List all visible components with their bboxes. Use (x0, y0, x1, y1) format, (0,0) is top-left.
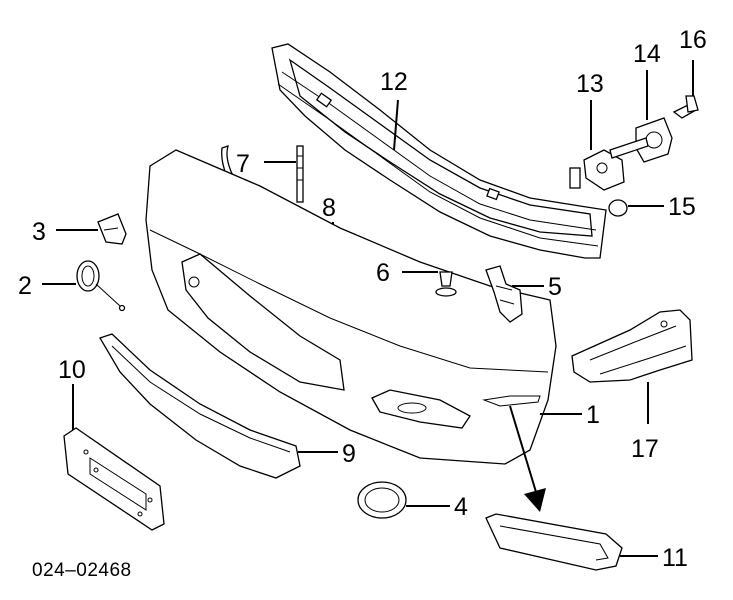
callout-12: 12 (380, 68, 408, 96)
part-bolt-16 (672, 95, 699, 119)
callout-17: 17 (631, 435, 659, 463)
part-fog-ring (357, 481, 407, 519)
callout-5: 5 (548, 273, 562, 301)
callout-1: 1 (586, 401, 600, 429)
callout-7: 7 (236, 150, 250, 178)
callout-15: 15 (668, 193, 696, 221)
part-grille (99, 333, 301, 479)
callout-9: 9 (342, 440, 356, 468)
callout-11: 11 (662, 544, 688, 572)
part-bracket-clip (97, 213, 127, 245)
callout-13: 13 (576, 70, 604, 98)
diagram-reference-number: 024–02468 (32, 560, 132, 581)
part-license-bracket (63, 427, 165, 531)
part-cap (608, 199, 628, 217)
part-bumper-carrier (271, 43, 607, 259)
part-tow-cover (76, 260, 126, 312)
callout-10: 10 (58, 356, 86, 384)
part-bumper-cover (145, 149, 557, 465)
callout-3: 3 (32, 218, 46, 246)
part-stud (296, 145, 304, 203)
callout-2: 2 (18, 272, 32, 300)
part-screw (435, 271, 457, 297)
part-side-bracket (571, 309, 693, 383)
assembly-arrow (509, 405, 546, 512)
callout-4: 4 (454, 493, 468, 521)
callout-16: 16 (679, 26, 707, 54)
callout-8: 8 (322, 194, 336, 222)
part-clip (485, 265, 523, 323)
part-bracket (569, 149, 625, 191)
callout-6: 6 (376, 259, 390, 287)
leader-12 (393, 99, 399, 151)
part-side-marker (485, 513, 623, 571)
part-mount-plate (609, 117, 673, 163)
callout-14: 14 (633, 40, 661, 68)
